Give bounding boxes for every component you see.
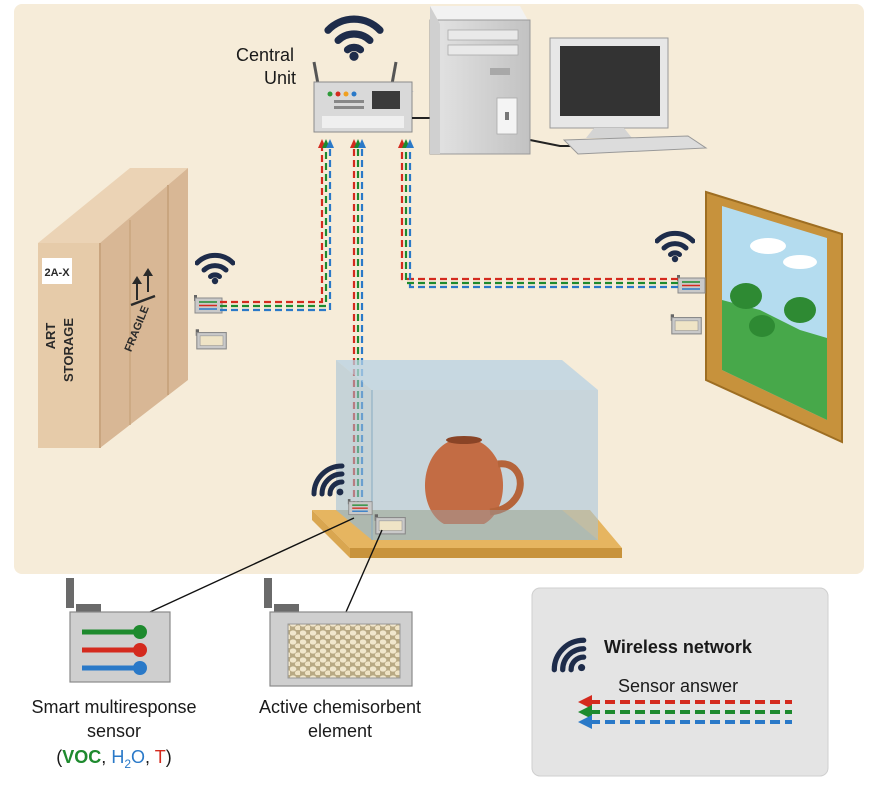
chemisorbent-element-large	[264, 578, 413, 687]
sensor-caption-line2: sensor	[87, 721, 141, 741]
sensor-caption-line1: Smart multiresponse	[31, 697, 196, 717]
h2o-label: H2O	[111, 747, 145, 771]
legend-arrows	[590, 700, 792, 724]
display-case	[312, 360, 622, 558]
painting-sensor-icon	[676, 274, 706, 294]
painting	[705, 190, 843, 444]
crate-element-icon	[195, 328, 227, 350]
voc-label: VOC	[62, 747, 101, 767]
case-sensor-icon	[347, 498, 373, 516]
computer	[412, 6, 708, 155]
legend-wireless-label: Wireless network	[604, 637, 753, 657]
signal-arrowheads	[318, 139, 414, 148]
central-unit	[312, 61, 414, 133]
crate-tag: 2A-X	[44, 267, 70, 279]
legend: Wireless network Sensor answer	[531, 587, 829, 777]
smart-sensor-large	[66, 578, 171, 683]
sensor-callout-line	[149, 517, 355, 613]
central-unit-label-line1: Central	[236, 45, 294, 65]
sensor-caption-line3: (VOC, H2O, T)	[56, 747, 171, 771]
element-caption-line1: Active chemisorbent	[259, 697, 421, 717]
legend-answer-label: Sensor answer	[618, 676, 738, 696]
crate-label-line2: STORAGE	[61, 318, 76, 382]
painting-element-icon	[670, 313, 702, 335]
case-element-icon	[374, 513, 406, 535]
crate-label-line1: ART	[43, 323, 58, 350]
central-unit-label-line2: Unit	[264, 68, 296, 88]
art-storage-crate: 2A-X ART STORAGE FRAGILE	[38, 168, 188, 448]
element-callout-line	[345, 529, 383, 613]
this-way-up-icon	[130, 268, 156, 307]
crate-sensor-icon	[193, 294, 223, 314]
t-label: T	[155, 747, 166, 767]
element-caption-line2: element	[308, 721, 372, 741]
